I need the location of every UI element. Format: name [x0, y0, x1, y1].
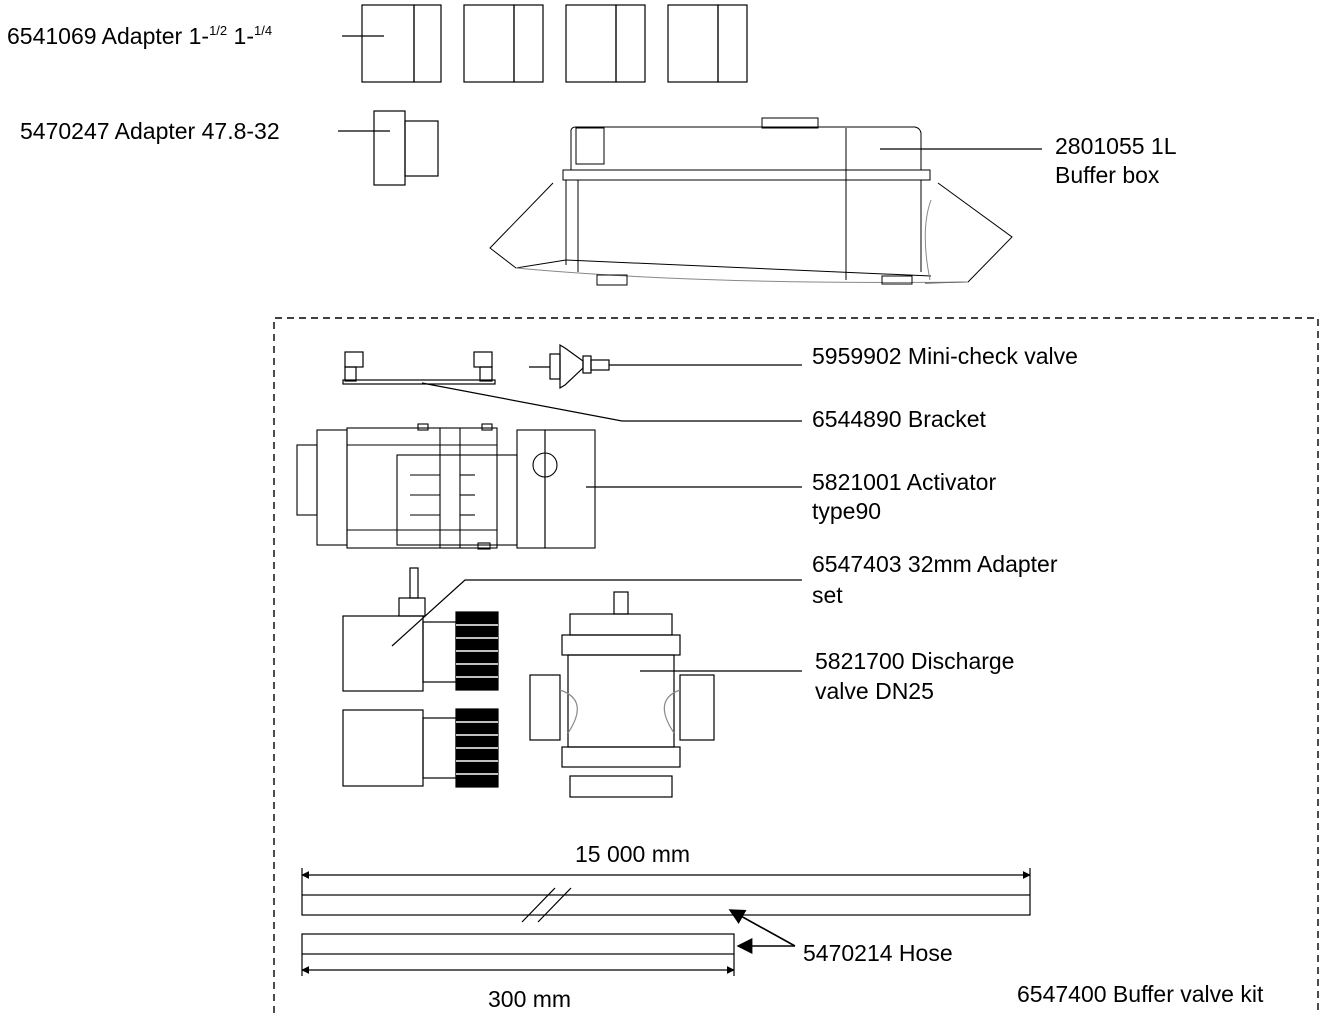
buffer-box-label-line2: Buffer box	[1055, 162, 1160, 188]
adapter-1-sup2: 1/4	[253, 23, 273, 38]
discharge-valve-drawing	[529, 591, 715, 798]
hose-break	[521, 887, 572, 923]
activator-label-line2: type90	[812, 498, 882, 524]
adapter-1-sup1: 1/2	[209, 23, 228, 38]
discharge-valve-label-line2: valve DN25	[815, 678, 934, 704]
hose-label: 5470214 Hose	[803, 940, 953, 966]
mini-check-valve-drawing	[529, 343, 610, 390]
hose-arrows	[728, 909, 796, 954]
kit-label: 6547400 Buffer valve kit	[1017, 981, 1264, 1007]
discharge-valve-label-line1: 5821700 Discharge	[815, 648, 1015, 674]
bracket-label: 6544890 Bracket	[812, 406, 986, 432]
knurling	[456, 624, 498, 775]
adapter-2-label: 5470247 Adapter 47.8-32	[20, 118, 280, 144]
adapter-set-leader	[391, 579, 802, 647]
hose-long-dimension	[301, 868, 1031, 895]
bracket-drawing	[342, 351, 496, 385]
mini-check-valve-label: 5959902 Mini-check valve	[812, 343, 1078, 369]
activator-drawing	[296, 423, 596, 550]
adapter-1-drawing	[361, 4, 748, 83]
hose-short-dimension	[301, 954, 735, 976]
hose-long-length-label: 15 000 mm	[575, 841, 691, 867]
adapter-set-label-line1: 6547403 32mm Adapter	[812, 551, 1058, 577]
hose-long-drawing	[301, 894, 1031, 916]
bracket-leader	[421, 382, 802, 422]
hose-short-drawing	[301, 933, 735, 955]
hose-short-length-label: 300 mm	[488, 986, 572, 1012]
adapter-2-drawing	[373, 110, 439, 186]
buffer-box-label-line1: 2801055 1L	[1055, 133, 1177, 159]
adapter-set-label-line2: set	[812, 582, 843, 608]
kit-boundary	[273, 317, 1319, 1013]
adapter-1-label: 6541069 Adapter 1-1/2 1-1/4	[7, 22, 272, 54]
adapter-1-code: 6541069 Adapter 1-	[7, 23, 210, 49]
buffer-box-drawing	[489, 117, 1013, 286]
activator-label-line1: 5821001 Activator	[812, 469, 997, 495]
adapter-1-mid: 1-	[227, 23, 254, 49]
